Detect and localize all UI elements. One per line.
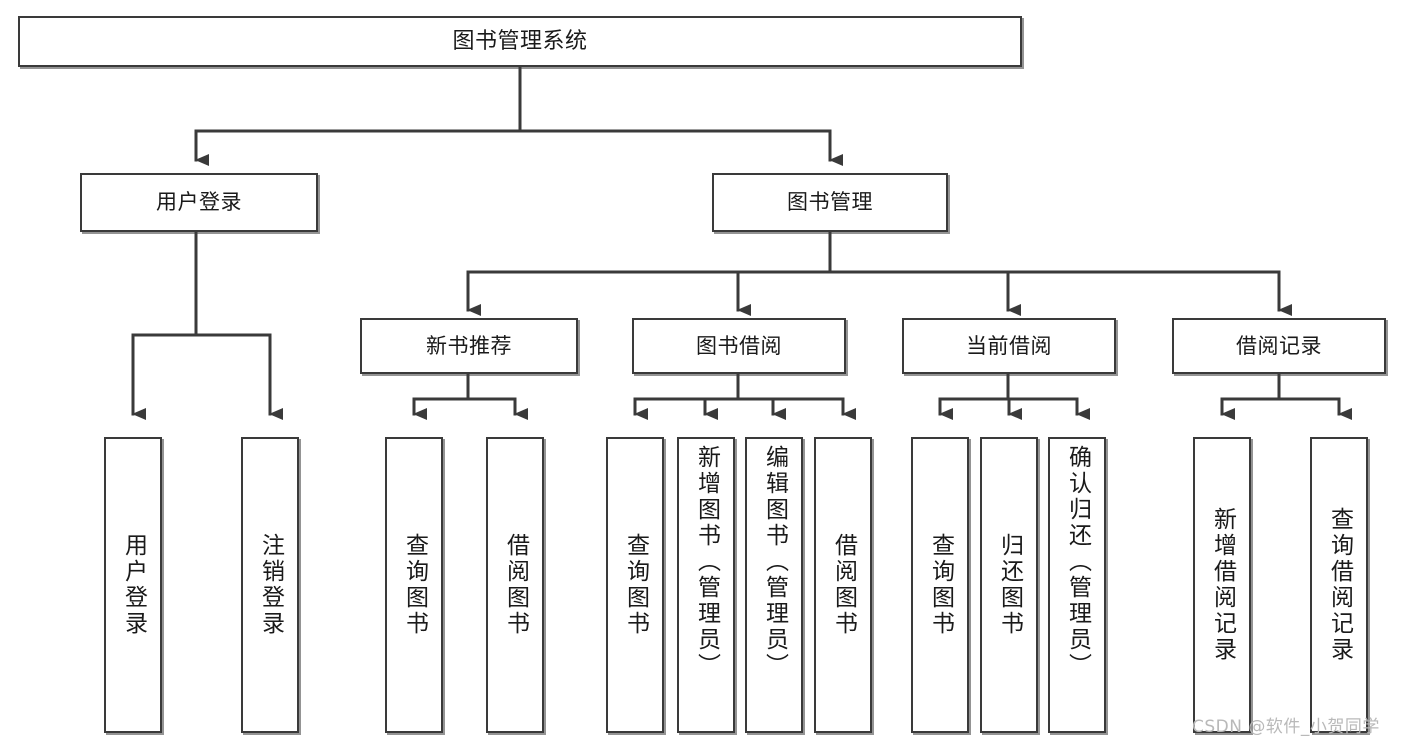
node-label: 当前借阅 (966, 333, 1052, 358)
leaf-borrow-book[interactable]: 借阅图书 (814, 437, 872, 733)
node-label: 用户登录 (120, 533, 147, 637)
leaf-query-book-recommend[interactable]: 查询图书 (385, 437, 443, 733)
node-current-borrow[interactable]: 当前借阅 (902, 318, 1116, 374)
node-label: 注销登录 (257, 533, 284, 637)
node-label: 图书借阅 (696, 333, 782, 358)
node-label: 归还图书 (996, 533, 1023, 637)
csdn-watermark: CSDN @软件_小贺同学 (1192, 717, 1380, 737)
leaf-edit-book-admin[interactable]: 编辑图书（管理员） (745, 437, 803, 733)
node-label: 查询图书 (401, 533, 428, 637)
node-book-management[interactable]: 图书管理 (712, 173, 948, 232)
leaf-user-login[interactable]: 用户登录 (104, 437, 162, 733)
leaf-logout[interactable]: 注销登录 (241, 437, 299, 733)
leaf-borrow-book-recommend[interactable]: 借阅图书 (486, 437, 544, 733)
node-book-borrow[interactable]: 图书借阅 (632, 318, 846, 374)
node-label: 新书推荐 (426, 333, 512, 358)
leaf-query-borrow-record[interactable]: 查询借阅记录 (1310, 437, 1368, 733)
node-borrow-record[interactable]: 借阅记录 (1172, 318, 1386, 374)
node-label: 确认归还（管理员） (1064, 445, 1091, 679)
node-new-book-recommend[interactable]: 新书推荐 (360, 318, 578, 374)
leaf-return-book[interactable]: 归还图书 (980, 437, 1038, 733)
node-label: 查询图书 (927, 533, 954, 637)
leaf-query-book-borrow[interactable]: 查询图书 (606, 437, 664, 733)
node-label: 新增图书（管理员） (693, 445, 720, 679)
leaf-add-book-admin[interactable]: 新增图书（管理员） (677, 437, 735, 733)
node-label: 新增借阅记录 (1209, 507, 1236, 663)
leaf-add-borrow-record[interactable]: 新增借阅记录 (1193, 437, 1251, 733)
node-label: 查询图书 (622, 533, 649, 637)
node-label: 借阅图书 (502, 533, 529, 637)
node-label: 借阅记录 (1236, 333, 1322, 358)
leaf-confirm-return-admin[interactable]: 确认归还（管理员） (1048, 437, 1106, 733)
node-label: 借阅图书 (830, 533, 857, 637)
node-user-login[interactable]: 用户登录 (80, 173, 318, 232)
node-label: 图书管理 (787, 190, 873, 215)
node-label: 用户登录 (156, 190, 242, 215)
node-label: 编辑图书（管理员） (761, 445, 788, 679)
node-label: 图书管理系统 (452, 28, 588, 54)
node-label: 查询借阅记录 (1326, 507, 1353, 663)
node-root-system[interactable]: 图书管理系统 (18, 16, 1022, 67)
leaf-query-book-current[interactable]: 查询图书 (911, 437, 969, 733)
